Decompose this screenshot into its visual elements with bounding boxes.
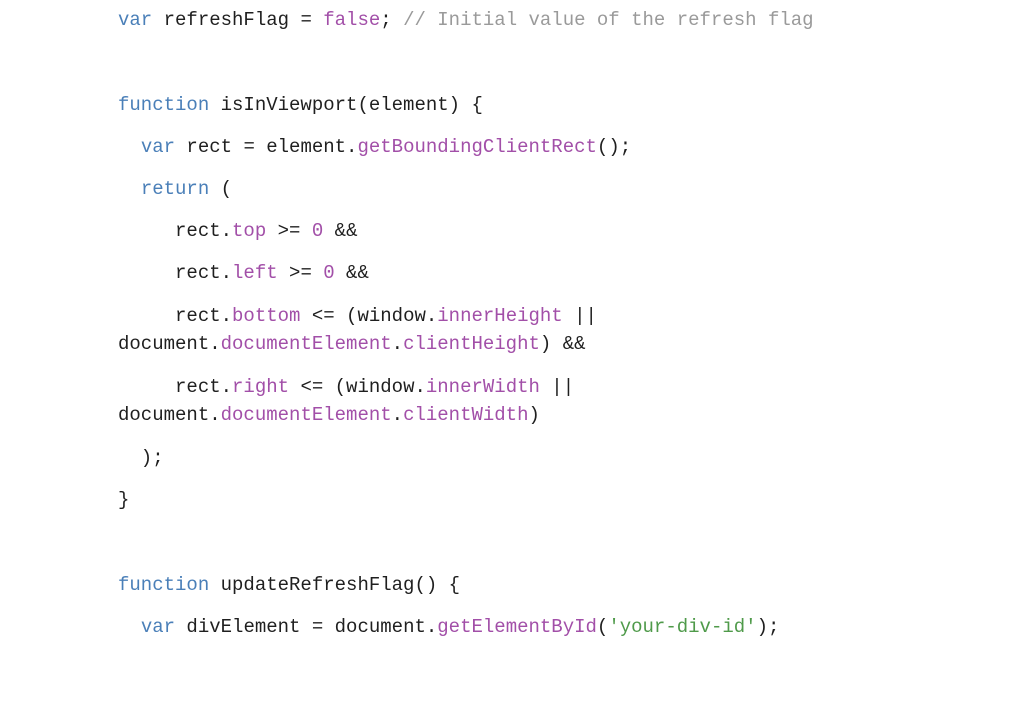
code-token: rect = element. bbox=[175, 136, 358, 158]
code-line: function updateRefreshFlag() { bbox=[118, 571, 460, 599]
code-token: rect. bbox=[118, 305, 233, 327]
code-line: } bbox=[118, 486, 129, 514]
code-token: >= bbox=[266, 220, 312, 242]
code-token: || bbox=[562, 305, 597, 327]
code-token: refreshFlag = bbox=[152, 9, 324, 31]
code-token: updateRefreshFlag() { bbox=[209, 574, 461, 596]
code-token: var bbox=[140, 616, 176, 638]
code-token: var bbox=[140, 136, 176, 158]
code-token: documentElement bbox=[220, 404, 392, 426]
code-token: documentElement bbox=[220, 333, 392, 355]
code-token: innerWidth bbox=[425, 376, 540, 398]
code-line: rect.right <= (window.innerWidth || bbox=[118, 373, 574, 401]
code-line: document.documentElement.clientHeight) &… bbox=[118, 330, 586, 358]
code-token: innerHeight bbox=[437, 305, 563, 327]
code-token: top bbox=[232, 220, 267, 242]
code-token: ); bbox=[118, 447, 164, 469]
code-token: <= (window. bbox=[300, 305, 438, 327]
code-token bbox=[118, 178, 141, 200]
code-line: return ( bbox=[118, 175, 232, 203]
code-token: clientWidth bbox=[403, 404, 529, 426]
code-token: rect. bbox=[118, 262, 233, 284]
code-line: var rect = element.getBoundingClientRect… bbox=[118, 133, 631, 161]
code-line: var divElement = document.getElementById… bbox=[118, 613, 780, 641]
code-token: rect. bbox=[118, 376, 233, 398]
code-token: >= bbox=[277, 262, 324, 284]
code-token: (); bbox=[596, 136, 632, 158]
code-token: clientHeight bbox=[403, 333, 540, 355]
code-token: 'your-div-id' bbox=[608, 616, 757, 638]
code-line: rect.top >= 0 && bbox=[118, 217, 357, 245]
code-token: divElement = document. bbox=[175, 616, 438, 638]
code-token: false bbox=[323, 9, 381, 31]
code-token: ) bbox=[528, 404, 540, 426]
code-token bbox=[118, 136, 141, 158]
code-line: function isInViewport(element) { bbox=[118, 91, 483, 119]
code-token: 0 bbox=[311, 220, 324, 242]
code-token: bottom bbox=[232, 305, 301, 327]
code-token: || bbox=[539, 376, 575, 398]
code-token: left bbox=[232, 262, 278, 284]
code-token: && bbox=[334, 262, 369, 284]
code-token: ) && bbox=[539, 333, 586, 355]
code-token: . bbox=[391, 404, 404, 426]
code-token: } bbox=[118, 489, 130, 511]
code-token: ( bbox=[596, 616, 609, 638]
code-line: document.documentElement.clientWidth) bbox=[118, 401, 540, 429]
code-token: ( bbox=[209, 178, 233, 200]
code-line: var refreshFlag = false; // Initial valu… bbox=[118, 6, 814, 34]
code-token bbox=[118, 616, 141, 638]
code-token: function bbox=[118, 574, 210, 596]
code-token: // Initial value of the refresh flag bbox=[403, 9, 814, 31]
code-line: ); bbox=[118, 444, 164, 472]
code-token: function bbox=[118, 94, 210, 116]
code-token: rect. bbox=[118, 220, 233, 242]
code-token: 0 bbox=[323, 262, 335, 284]
code-token: document. bbox=[118, 404, 221, 426]
code-token: document. bbox=[118, 333, 221, 355]
code-line: rect.left >= 0 && bbox=[118, 259, 369, 287]
code-token: return bbox=[140, 178, 210, 200]
code-token: ; bbox=[380, 9, 404, 31]
code-token: ); bbox=[756, 616, 780, 638]
code-line: rect.bottom <= (window.innerHeight || bbox=[118, 302, 597, 330]
code-token: . bbox=[391, 333, 404, 355]
code-token: getBoundingClientRect bbox=[357, 136, 597, 158]
code-token: right bbox=[232, 376, 290, 398]
code-token: var bbox=[118, 9, 153, 31]
code-token: && bbox=[323, 220, 358, 242]
code-token: <= (window. bbox=[289, 376, 426, 398]
code-token: isInViewport(element) { bbox=[209, 94, 483, 116]
code-token: getElementById bbox=[437, 616, 597, 638]
